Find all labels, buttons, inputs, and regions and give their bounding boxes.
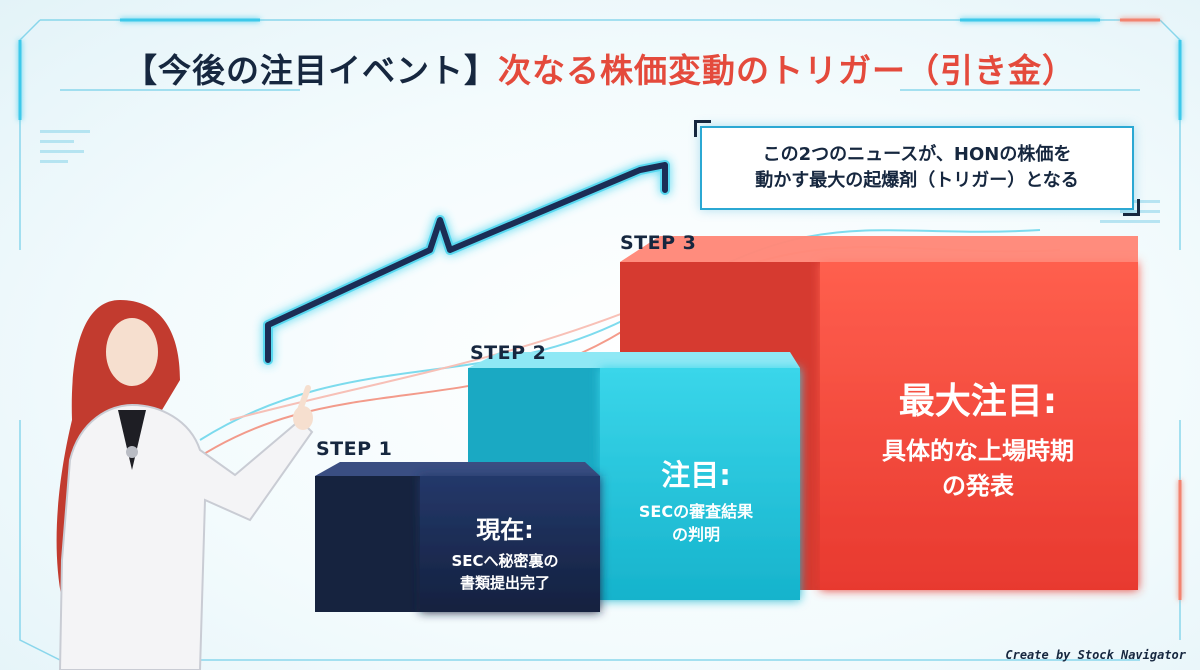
step-1-label: STEP 1	[316, 438, 393, 460]
step-2-text: 注目: SECの審査結果 の判明	[600, 452, 792, 546]
step-1-text: 現在: SECへ秘密裏の 書類提出完了	[420, 510, 590, 595]
callout-line-2: 動かす最大の起爆剤（トリガー）となる	[755, 170, 1079, 191]
step-2-label: STEP 2	[470, 342, 547, 364]
callout-line-1: この2つのニュースが、HONの株価を	[762, 143, 1072, 165]
step-3-desc-line-2: の発表	[942, 471, 1014, 500]
credit-text: Create by Stock Navigator	[1005, 648, 1186, 662]
step-3-desc-line-1: 具体的な上場時期	[882, 437, 1074, 465]
step-2-heading: 注目:	[661, 458, 731, 492]
callout-box: この2つのニュースが、HONの株価を 動かす最大の起爆剤（トリガー）となる	[694, 120, 1140, 216]
step-2-desc-line-1: SECの審査結果	[638, 502, 754, 521]
grouping-brace	[263, 160, 670, 365]
step-3-text: 最大注目: 具体的な上場時期 の発表	[820, 372, 1136, 504]
step-3-label: STEP 3	[620, 232, 697, 254]
presenter-illustration	[56, 300, 314, 670]
step-1-box	[315, 462, 600, 612]
step-1-desc-line-1: SECへ秘密裏の	[451, 552, 559, 570]
step-1-heading: 現在:	[476, 516, 534, 544]
title-main: 次なる株価変動のトリガー（引き金）	[498, 51, 1076, 90]
title-prefix: 【今後の注目イベント】	[124, 51, 498, 90]
step-1-desc-line-2: 書類提出完了	[459, 573, 550, 592]
page-title: 【今後の注目イベント】次なる株価変動のトリガー（引き金）	[0, 44, 1200, 92]
step-3-heading: 最大注目:	[898, 381, 1058, 422]
step-2-desc-line-2: の判明	[671, 525, 720, 545]
